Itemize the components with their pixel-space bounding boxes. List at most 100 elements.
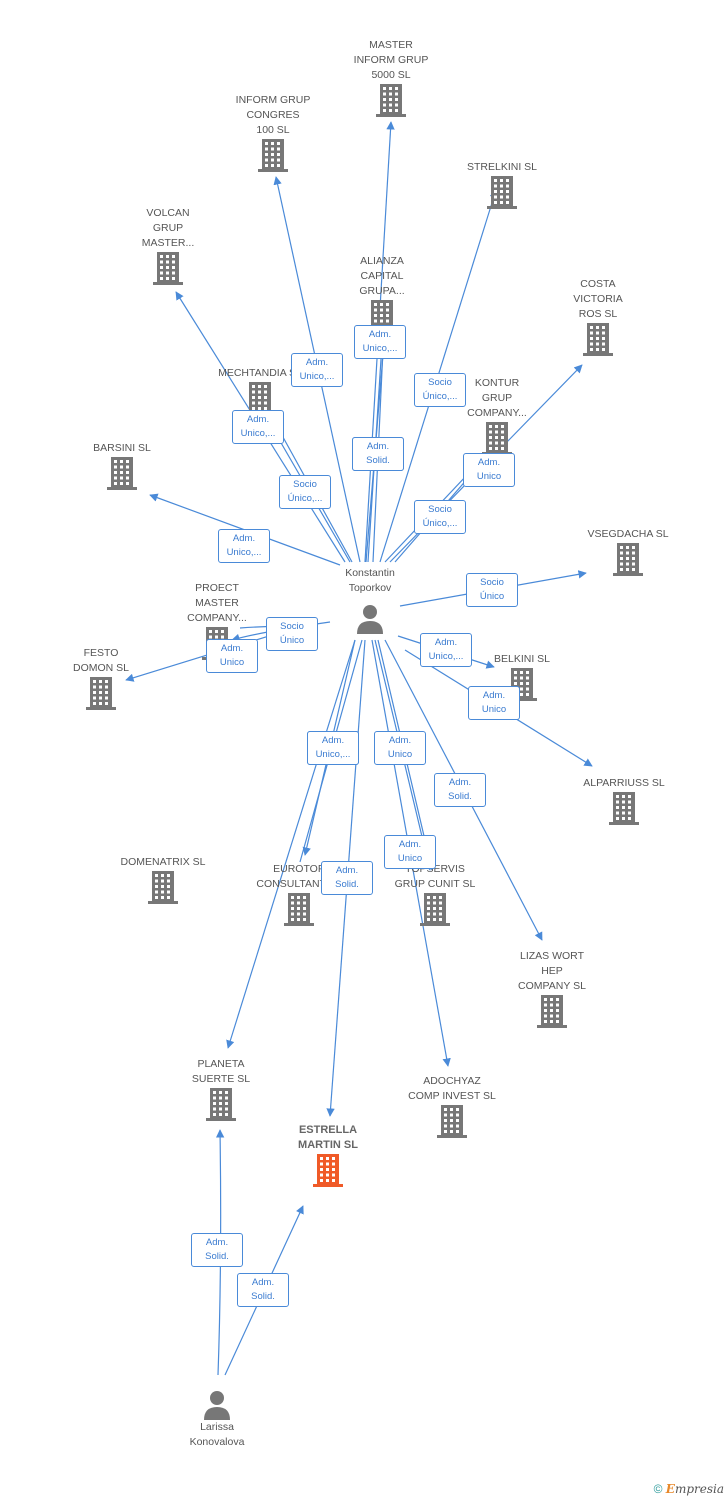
company-label: MASTER INFORM GRUP 5000 SL <box>353 39 429 81</box>
relation-role: Adm. <box>335 865 359 876</box>
company-node-lizas[interactable]: LIZAS WORT HEP COMPANY SL <box>487 949 617 1028</box>
building-icon <box>156 1087 286 1121</box>
relation-detail: Unico,... <box>240 428 276 439</box>
building-icon <box>234 892 364 926</box>
relation-tag[interactable]: Adm.Unico,... <box>218 529 270 563</box>
company-node-barsini[interactable]: BARSINI SL <box>57 441 187 490</box>
company-label: LIZAS WORT HEP COMPANY SL <box>518 950 586 992</box>
company-node-vsegdacha[interactable]: VSEGDACHA SL <box>563 527 693 576</box>
building-icon <box>487 994 617 1028</box>
person-node-p1[interactable]: Konstantin Toporkov <box>305 566 435 634</box>
relation-role: Adm. <box>246 414 270 425</box>
company-label: DOMENATRIX SL <box>120 856 206 868</box>
person-icon <box>152 1390 282 1420</box>
building-icon <box>263 1153 393 1187</box>
company-label: ALIANZA CAPITAL GRUPA... <box>359 255 405 297</box>
relation-role: Adm. <box>220 643 244 654</box>
company-node-kontur[interactable]: KONTUR GRUP COMPANY... <box>432 376 562 455</box>
company-label: VSEGDACHA SL <box>587 528 669 540</box>
relation-detail: Unico,... <box>315 749 351 760</box>
company-node-alparriuss[interactable]: ALPARRIUSS SL <box>559 776 689 825</box>
relation-tag[interactable]: Adm.Solid. <box>237 1273 289 1307</box>
company-label: ADOCHYAZ COMP INVEST SL <box>408 1075 496 1102</box>
company-node-planeta[interactable]: PLANETA SUERTE SL <box>156 1057 286 1121</box>
relation-detail: Solid. <box>251 1291 275 1302</box>
relation-detail: Solid. <box>366 455 390 466</box>
relation-detail: Único,... <box>422 391 458 402</box>
relation-role: Socio <box>428 504 452 515</box>
relation-role: Socio <box>480 577 504 588</box>
relation-edge <box>226 639 356 1049</box>
company-node-estrella[interactable]: ESTRELLA MARTIN SL <box>263 1123 393 1187</box>
person-icon <box>305 604 435 634</box>
relation-tag[interactable]: Adm. Unico,... <box>232 410 284 444</box>
company-label: BARSINI SL <box>93 442 151 454</box>
building-icon <box>387 1104 517 1138</box>
relation-tag[interactable]: Adm. Solid. <box>191 1233 243 1267</box>
relation-tag[interactable]: Adm. Unico,... <box>291 353 343 387</box>
relation-detail: Unico <box>397 853 423 864</box>
company-label: PROECT MASTER COMPANY... <box>187 582 247 624</box>
relation-tag[interactable]: Adm.Unico <box>374 731 426 765</box>
company-node-alianza[interactable]: ALIANZA CAPITAL GRUPA... <box>317 254 447 333</box>
building-icon <box>103 251 233 285</box>
relation-tag[interactable]: Adm. Unico <box>384 835 436 869</box>
company-label: PLANETA SUERTE SL <box>191 1058 251 1085</box>
relation-tag[interactable]: Adm.Solid. <box>352 437 404 471</box>
company-node-inform[interactable]: INFORM GRUP CONGRES 100 SL <box>208 93 338 172</box>
building-icon <box>559 791 689 825</box>
company-label: ALPARRIUSS SL <box>583 777 665 789</box>
relation-detail: Unico,... <box>428 651 464 662</box>
relation-detail: Único <box>279 635 305 646</box>
company-node-festo[interactable]: FESTO DOMON SL <box>36 646 166 710</box>
company-label: VOLCAN GRUP MASTER... <box>141 207 195 249</box>
relation-role: Adm. <box>448 777 472 788</box>
relation-tag[interactable]: Adm. Unico,... <box>307 731 359 765</box>
relation-tag[interactable]: Adm. Unico,... <box>420 633 472 667</box>
relation-detail: Solid. <box>205 1251 229 1262</box>
brand-footer: © Empresia <box>654 1482 724 1496</box>
relation-tag[interactable]: Adm.Unico,... <box>354 325 406 359</box>
building-icon <box>563 542 693 576</box>
relation-role: Adm. <box>205 1237 229 1248</box>
company-node-domenatrix[interactable]: DOMENATRIX SL <box>98 855 228 904</box>
relation-tag[interactable]: Adm.Solid. <box>434 773 486 807</box>
relation-detail: Unico <box>481 704 507 715</box>
company-node-strelkini[interactable]: STRELKINI SL <box>437 160 567 209</box>
relation-detail: Único,... <box>422 518 458 529</box>
company-node-eurotop[interactable]: EUROTOP CONSULTANT SL <box>234 862 364 926</box>
person-label: Larissa Konovalova <box>189 1421 245 1448</box>
relation-role: Adm. <box>434 637 458 648</box>
company-node-costa[interactable]: COSTA VICTORIA ROS SL <box>533 277 663 356</box>
relation-detail: Unico,... <box>362 343 398 354</box>
relation-role: Adm. <box>321 735 345 746</box>
building-icon <box>370 892 500 926</box>
person-node-p2[interactable]: Larissa Konovalova <box>152 1390 282 1450</box>
company-node-master[interactable]: MASTER INFORM GRUP 5000 SL <box>326 38 456 117</box>
relation-detail: Unico <box>219 657 245 668</box>
relation-tag[interactable]: Adm.Unico <box>463 453 515 487</box>
relation-role: Adm. <box>305 357 329 368</box>
relation-detail: Unico,... <box>299 371 335 382</box>
relation-detail: Solid. <box>335 879 359 890</box>
relation-tag[interactable]: Adm. Solid. <box>321 861 373 895</box>
relation-tag[interactable]: Adm.Unico <box>468 686 520 720</box>
relation-role: Adm. <box>232 533 256 544</box>
building-icon <box>57 456 187 490</box>
relation-role: Socio <box>293 479 317 490</box>
company-label: COSTA VICTORIA ROS SL <box>573 278 623 320</box>
relation-tag[interactable]: Adm. Unico <box>206 639 258 673</box>
company-label: INFORM GRUP CONGRES 100 SL <box>235 94 311 136</box>
company-node-adochyaz[interactable]: ADOCHYAZ COMP INVEST SL <box>387 1074 517 1138</box>
relation-role: Adm. <box>398 839 422 850</box>
relation-detail: Unico <box>387 749 413 760</box>
company-node-volcan[interactable]: VOLCAN GRUP MASTER... <box>103 206 233 285</box>
company-label: STRELKINI SL <box>466 161 538 173</box>
empresia-logo[interactable]: Empresia <box>665 1482 724 1496</box>
company-node-topservis[interactable]: TOPSERVIS GRUP CUNIT SL <box>370 862 500 926</box>
